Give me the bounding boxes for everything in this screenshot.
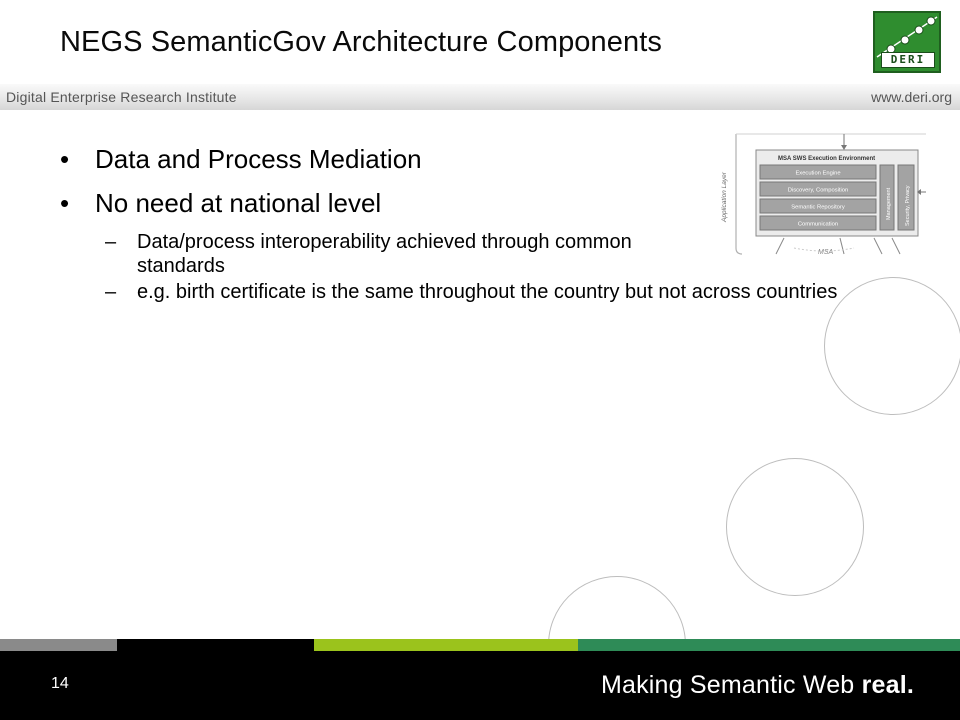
tagline: Making Semantic Web real. xyxy=(601,671,914,700)
page-number: 14 xyxy=(51,675,69,692)
footer-bar: 14 Making Semantic Web real. xyxy=(0,651,960,720)
decorative-circle xyxy=(726,458,864,596)
tagline-bold: real. xyxy=(861,671,914,699)
website-url: www.deri.org xyxy=(871,89,952,105)
logo-dots-icon xyxy=(876,16,938,58)
color-strip-black xyxy=(117,639,314,651)
bullet-icon: • xyxy=(60,188,70,218)
sub-bullet-text: Data/process interoperability achieved t… xyxy=(137,231,632,277)
slide-title: NEGS SemanticGov Architecture Components xyxy=(60,26,662,58)
sub-bullet-text: e.g. birth certificate is the same throu… xyxy=(137,281,838,303)
diagram-vertical-label-2: Security, Privacy xyxy=(905,185,911,226)
header-band: Digital Enterprise Research Institute ww… xyxy=(0,84,960,110)
dash-icon: – xyxy=(105,281,117,303)
tagline-regular: Making Semantic Web xyxy=(600,671,862,699)
sub-bullet-item: – e.g. birth certificate is the same thr… xyxy=(60,280,880,304)
diagram-layer-3: Semantic Repository xyxy=(791,205,845,211)
diagram-layer-1: Execution Engine xyxy=(795,171,840,177)
bullet-text: No need at national level xyxy=(95,188,382,218)
dash-icon: – xyxy=(105,231,117,253)
diagram-bottom-label: MSA xyxy=(818,249,834,256)
bullet-item: • Data and Process Mediation xyxy=(60,142,880,186)
logo-text: DERI xyxy=(881,52,935,68)
diagram-box-title: MSA SWS Execution Environment xyxy=(778,156,875,162)
color-strip-gray xyxy=(0,639,117,651)
bullet-item: • No need at national level xyxy=(60,186,880,230)
architecture-diagram: Application Layer MSA SWS Execution Envi… xyxy=(721,133,926,256)
diagram-layer-4: Communication xyxy=(798,222,838,228)
institute-name: Digital Enterprise Research Institute xyxy=(6,89,237,105)
diagram-vertical-label-1: Management xyxy=(886,187,892,220)
color-strip-green xyxy=(578,639,960,651)
bullet-text: Data and Process Mediation xyxy=(95,144,422,174)
sub-bullet-item: – Data/process interoperability achieved… xyxy=(60,230,880,278)
diagram-layer-2: Discovery, Composition xyxy=(788,188,848,194)
color-strip-lime xyxy=(314,639,578,651)
decorative-circle xyxy=(824,277,960,415)
deri-logo: DERI xyxy=(873,11,941,73)
bullet-icon: • xyxy=(60,144,70,174)
diagram-side-label: Application Layer xyxy=(721,171,728,223)
bullet-list: • Data and Process Mediation • No need a… xyxy=(60,142,880,306)
